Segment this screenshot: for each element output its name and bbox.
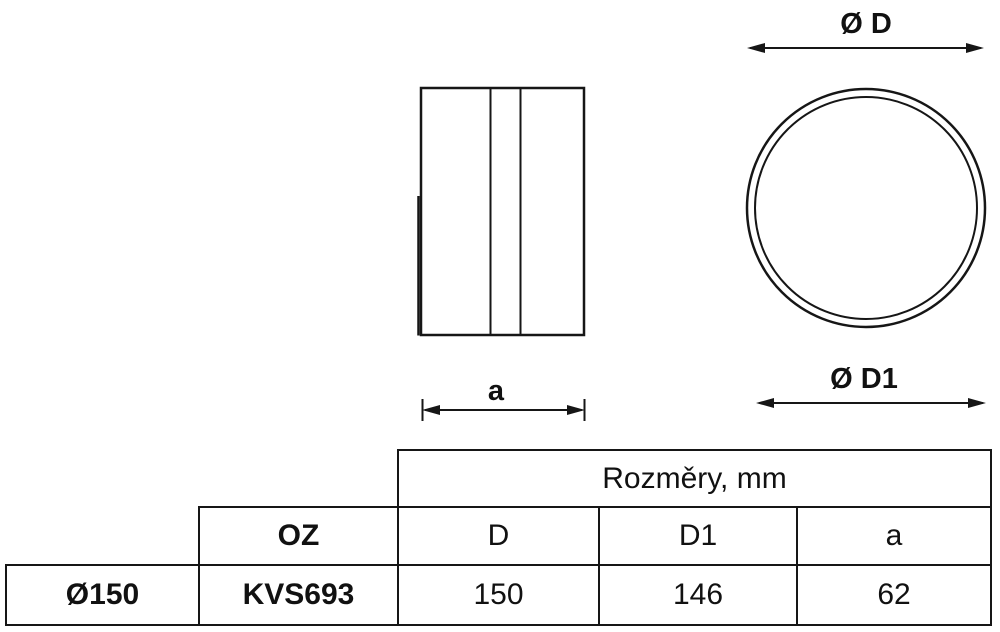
- front-view-outer-circle: [745, 87, 987, 329]
- cell-d1: 146: [598, 564, 798, 626]
- table-header-rozmery: Rozměry, mm: [397, 449, 992, 508]
- cell-d: 150: [397, 564, 600, 626]
- dimension-d-arrow-right-icon: [966, 43, 984, 53]
- dimension-a-arrow-right-icon: [567, 405, 585, 415]
- table-spacer: [6, 507, 199, 565]
- col-header-a: a: [796, 506, 992, 566]
- dimension-d: Ø D: [747, 8, 984, 53]
- dimension-d1-arrow-left-icon: [756, 398, 774, 408]
- dimensions-table: Rozměry, mm OZ D D1 a Ø150 KVS693 150 14…: [5, 449, 992, 626]
- col-header-d: D: [397, 506, 600, 566]
- dimension-d1-arrow-right-icon: [968, 398, 986, 408]
- col-header-oz: OZ: [198, 506, 399, 566]
- table-row-span-header: Rozměry, mm: [6, 449, 992, 508]
- front-view-inner-circle: [754, 96, 978, 320]
- side-view-body: [419, 86, 586, 337]
- dimension-a-arrow-left-icon: [422, 405, 440, 415]
- front-view: [745, 87, 987, 329]
- dimension-a-label: a: [488, 375, 505, 407]
- cell-a: 62: [796, 564, 992, 626]
- dimension-d-label: Ø D: [840, 8, 892, 40]
- dimension-d1: Ø D1: [756, 363, 986, 408]
- side-view: [417, 86, 586, 337]
- dimension-a: a: [421, 375, 586, 421]
- col-header-d1: D1: [598, 506, 798, 566]
- table-spacer: [6, 450, 398, 507]
- cell-diameter: Ø150: [5, 564, 200, 626]
- dimension-d-arrow-left-icon: [747, 43, 765, 53]
- dimension-d1-label: Ø D1: [830, 363, 898, 395]
- cell-code: KVS693: [198, 564, 399, 626]
- table-row-data: Ø150 KVS693 150 146 62: [5, 564, 992, 626]
- table-row-column-headers: OZ D D1 a: [6, 506, 992, 566]
